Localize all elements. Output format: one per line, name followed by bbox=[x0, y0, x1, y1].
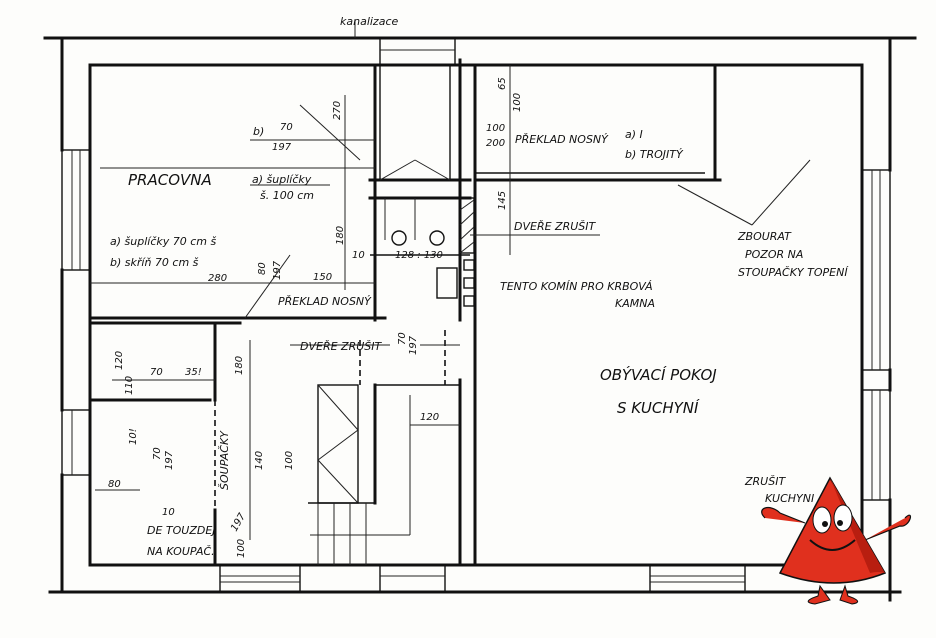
dimension: 150 bbox=[313, 272, 332, 283]
dimension: 120 bbox=[114, 351, 125, 370]
dimension: 100 bbox=[236, 539, 247, 558]
dimension: 197 bbox=[408, 335, 419, 355]
note: ZRUŠIT bbox=[744, 475, 786, 488]
dimension: 65 bbox=[497, 77, 508, 90]
dimension: 180 bbox=[234, 356, 245, 375]
dimension: 197 bbox=[164, 450, 175, 470]
dimension: 10 bbox=[352, 250, 365, 261]
dimension: 197 bbox=[272, 260, 283, 280]
chimney bbox=[436, 259, 475, 307]
note: b) TROJITÝ bbox=[625, 148, 684, 161]
note: STOUPAČKY TOPENÍ bbox=[738, 266, 849, 279]
dimension: 10! bbox=[128, 428, 139, 445]
dimension: 70 bbox=[397, 332, 408, 345]
dimension: 197 bbox=[229, 511, 248, 534]
note: NA KOUPAČ. bbox=[147, 545, 215, 558]
note: a) šuplíčky 70 cm š bbox=[110, 235, 217, 248]
note: b) bbox=[253, 125, 264, 138]
interior-walls bbox=[88, 58, 722, 567]
note: a) šuplíčky bbox=[252, 173, 312, 186]
dimension: 140 bbox=[254, 451, 265, 470]
note: PŘEKLAD NOSNÝ bbox=[278, 295, 372, 308]
dimension: 70 bbox=[150, 367, 163, 378]
note: TENTO KOMÍN PRO KRBOVÁ bbox=[500, 280, 653, 293]
dimension: 100 bbox=[284, 451, 295, 470]
dimension: 80 bbox=[257, 262, 268, 275]
note: ZBOURAT bbox=[737, 230, 792, 243]
note: PŘEKLAD NOSNÝ bbox=[515, 133, 609, 146]
toilets bbox=[384, 198, 445, 246]
room-label-living: OBÝVACÍ POKOJ bbox=[600, 365, 717, 384]
note: DVEŘE ZRUŠIT bbox=[300, 340, 382, 353]
dimension: 100 bbox=[486, 123, 505, 134]
dimension: 35! bbox=[185, 367, 202, 378]
note: ŠOUPAČKY bbox=[218, 430, 231, 490]
dimension: 145 bbox=[497, 191, 508, 210]
note: POZOR NA bbox=[745, 248, 803, 261]
windows bbox=[61, 37, 891, 593]
room-label-study: PRACOVNA bbox=[128, 171, 212, 189]
note: KUCHYNI bbox=[765, 492, 814, 505]
annotations: kanalizace PRACOVNA OBÝVACÍ POKOJ S KUCH… bbox=[108, 15, 849, 558]
dimension: 10 bbox=[162, 507, 175, 518]
note: KAMNA bbox=[615, 297, 655, 310]
dimension: 110 bbox=[124, 376, 135, 395]
note: š. 100 cm bbox=[260, 189, 314, 202]
dimension: 200 bbox=[486, 138, 505, 149]
dimension: 128 : 130 bbox=[395, 250, 443, 261]
dimension: 100 bbox=[512, 93, 523, 112]
dimension: 197 bbox=[272, 142, 292, 153]
dimension: 270 bbox=[332, 101, 343, 120]
note: a) I bbox=[625, 128, 643, 141]
dimension: 80 bbox=[108, 479, 121, 490]
mascot-figure bbox=[761, 476, 912, 605]
dimension: 120 bbox=[420, 412, 439, 423]
room-label-living-2: S KUCHYNÍ bbox=[617, 398, 700, 417]
staircase bbox=[308, 64, 460, 565]
note: b) skříň 70 cm š bbox=[110, 256, 199, 269]
dimension-lines bbox=[90, 20, 811, 540]
top-label: kanalizace bbox=[340, 15, 398, 28]
note: DVEŘE ZRUŠIT bbox=[514, 220, 596, 233]
dimension: 70 bbox=[152, 447, 163, 460]
note: DE TOUZDEJ bbox=[147, 524, 216, 537]
dimension: 70 bbox=[280, 122, 293, 133]
dimension: 280 bbox=[208, 273, 227, 284]
dimension: 180 bbox=[335, 226, 346, 245]
